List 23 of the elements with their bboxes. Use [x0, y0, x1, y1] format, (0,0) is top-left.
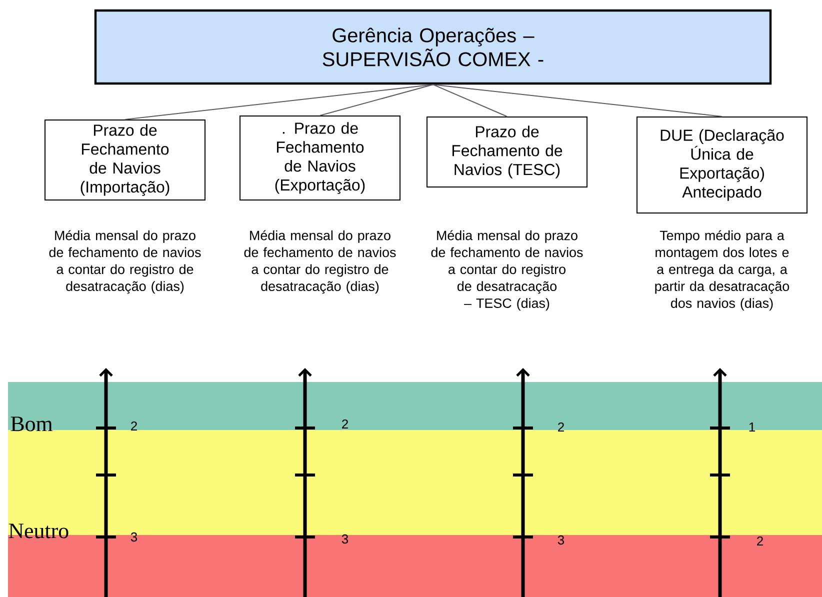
- connector-line: [432, 84, 722, 117]
- category-box: DUE (Declaração Única de Exportação) Antecipado: [636, 116, 808, 214]
- description-text: Tempo médio para a montagem dos lotes e a entrega da carga, a partir da desatracação dos navios (dias): [655, 230, 790, 311]
- tick-value: 2: [131, 421, 137, 431]
- description-text: Média mensal do prazo de fechamento de navios a contar do registro de desatracação – TESC (dias): [431, 230, 583, 311]
- category-box: Prazo de Fechamento de Navios (Importação): [44, 120, 206, 200]
- connector-line: [320, 84, 434, 116]
- level-label: Bom: [10, 416, 52, 432]
- category-box: . Prazo de Fechamento de Navios (Exportação): [240, 116, 400, 200]
- connector-line: [124, 84, 434, 120]
- description-text: Média mensal do prazo de fechamento de navios a contar do registro de desatracação (dias): [244, 230, 396, 294]
- tick-value: 2: [558, 422, 564, 432]
- title-box: Gerência Operações – SUPERVISÃO COMEX -: [94, 9, 772, 85]
- tick-value: 3: [130, 532, 138, 542]
- description-text: Média mensal do prazo de fechamento de navios a contar do registro de desatracação (dias): [49, 230, 201, 294]
- connector-line: [432, 84, 508, 117]
- level-label: Neutro: [8, 524, 68, 538]
- tick-value: 2: [757, 536, 763, 546]
- tick-value: 3: [342, 534, 348, 544]
- tick-value: 1: [749, 422, 755, 432]
- tick-value: 2: [342, 419, 348, 429]
- tick-value: 3: [558, 535, 564, 545]
- category-box: Prazo de Fechamento de Navios (TESC): [426, 116, 588, 188]
